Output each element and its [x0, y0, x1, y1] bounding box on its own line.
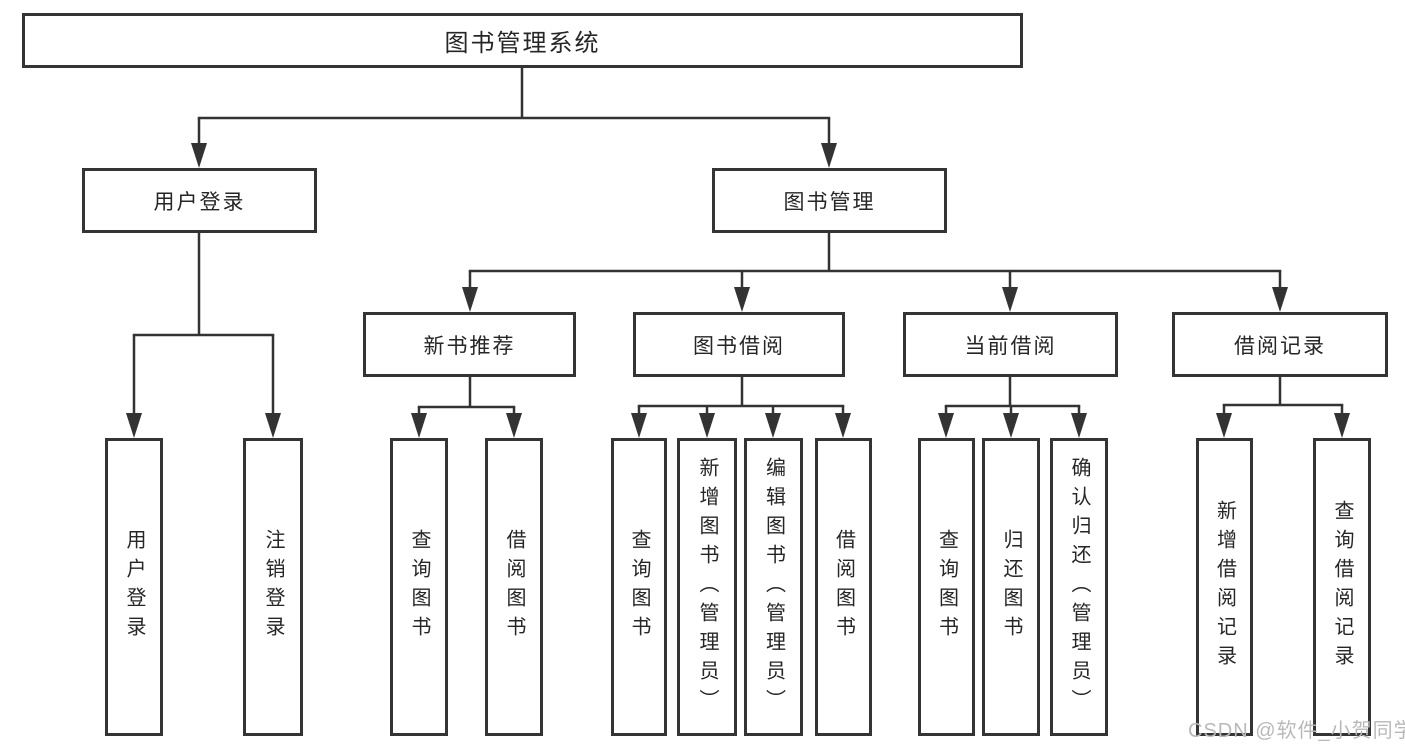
leaf-add-borrow-record: 新增借阅记录: [1196, 438, 1253, 736]
node-label: 借阅记录: [1234, 334, 1326, 358]
node-borrowing-records: 借阅记录: [1172, 312, 1388, 377]
node-label: 图书管理: [783, 190, 876, 214]
node-label: 借阅图书: [832, 529, 855, 645]
leaf-query-borrow-record: 查询借阅记录: [1313, 438, 1371, 736]
node-label: 注销登录: [262, 529, 284, 645]
leaf-query-books-recommend: 查询图书: [390, 438, 448, 736]
leaf-query-books-borrowing: 查询图书: [611, 438, 667, 736]
leaf-borrow-books-recommend: 借阅图书: [485, 438, 543, 736]
leaf-confirm-return-admin: 确认归还（管理员）: [1050, 438, 1108, 736]
node-label: 图书管理系统: [444, 30, 601, 57]
node-book-management: 图书管理: [712, 168, 947, 233]
node-label: 图书借阅: [693, 334, 785, 358]
node-label: 确认归还（管理员）: [1068, 456, 1090, 718]
leaf-return-books: 归还图书: [982, 438, 1040, 736]
node-label: 编辑图书（管理员）: [762, 456, 785, 718]
leaf-borrow-books: 借阅图书: [815, 438, 872, 736]
node-label: 查询图书: [935, 529, 958, 645]
node-label: 用户登录: [123, 529, 145, 645]
leaf-query-books-current: 查询图书: [918, 438, 975, 736]
node-new-book-recommendation: 新书推荐: [363, 312, 576, 377]
node-label: 查询图书: [408, 529, 430, 645]
node-label: 查询借阅记录: [1331, 500, 1353, 674]
node-label: 归还图书: [1000, 529, 1022, 645]
node-book-borrowing: 图书借阅: [633, 312, 845, 377]
node-label: 当前借阅: [964, 334, 1057, 358]
node-label: 用户登录: [153, 190, 246, 214]
node-label: 借阅图书: [503, 529, 525, 645]
node-current-borrowing: 当前借阅: [903, 312, 1118, 377]
node-label: 查询图书: [628, 529, 650, 645]
node-label: 新书推荐: [423, 334, 516, 358]
node-label: 新增图书（管理员）: [696, 456, 718, 718]
leaf-user-login: 用户登录: [105, 438, 163, 736]
csdn-watermark: CSDN @软件_小贺同学: [1188, 720, 1405, 742]
node-library-management-system: 图书管理系统: [22, 13, 1023, 68]
node-label: 新增借阅记录: [1213, 500, 1236, 674]
leaf-add-books-admin: 新增图书（管理员）: [677, 438, 737, 736]
leaf-edit-books-admin: 编辑图书（管理员）: [744, 438, 803, 736]
node-user-login: 用户登录: [82, 168, 317, 233]
leaf-logout-login: 注销登录: [243, 438, 303, 736]
